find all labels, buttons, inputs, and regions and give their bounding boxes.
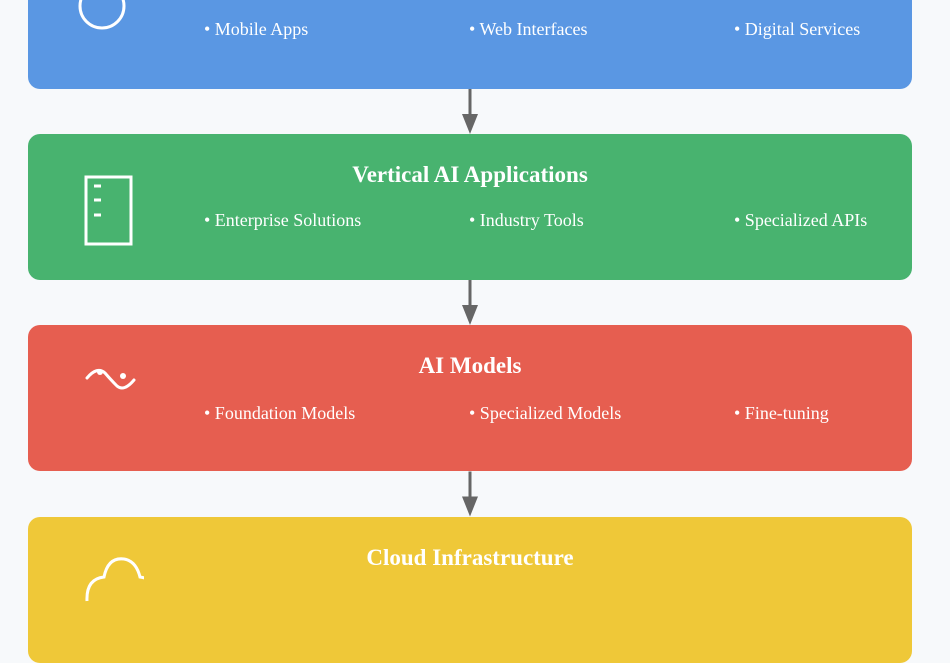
layer-vertical-ai-applications: Vertical AI Applications • Enterprise So…	[28, 134, 912, 280]
layer-item: • Industry Tools	[469, 210, 584, 230]
arrow-down-icon	[462, 471, 478, 517]
layer-applications: • Mobile Apps • Web Interfaces • Digital…	[28, 0, 912, 89]
layer-item: • Web Interfaces	[469, 19, 588, 39]
layer-item: • Mobile Apps	[204, 19, 309, 39]
arrow-down-icon	[462, 89, 478, 134]
document-icon	[84, 175, 133, 246]
layer-ai-models: AI Models • Foundation Models • Speciali…	[28, 325, 912, 471]
layer-cloud-infrastructure: Cloud Infrastructure	[28, 517, 912, 663]
layer-item: • Digital Services	[734, 19, 861, 39]
cloud-icon	[85, 557, 144, 602]
layer-title: Cloud Infrastructure	[366, 545, 574, 570]
layer-title: AI Models	[418, 353, 522, 378]
arrow-down-icon	[462, 280, 478, 325]
layer-item: • Specialized APIs	[734, 210, 868, 230]
layer-item: • Specialized Models	[469, 403, 622, 423]
wave-icon	[85, 368, 136, 390]
layer-title: Vertical AI Applications	[352, 162, 588, 187]
layer-item: • Foundation Models	[204, 403, 356, 423]
user-icon	[78, 0, 126, 30]
layer-item: • Enterprise Solutions	[204, 210, 362, 230]
layer-item: • Fine-tuning	[734, 403, 829, 423]
